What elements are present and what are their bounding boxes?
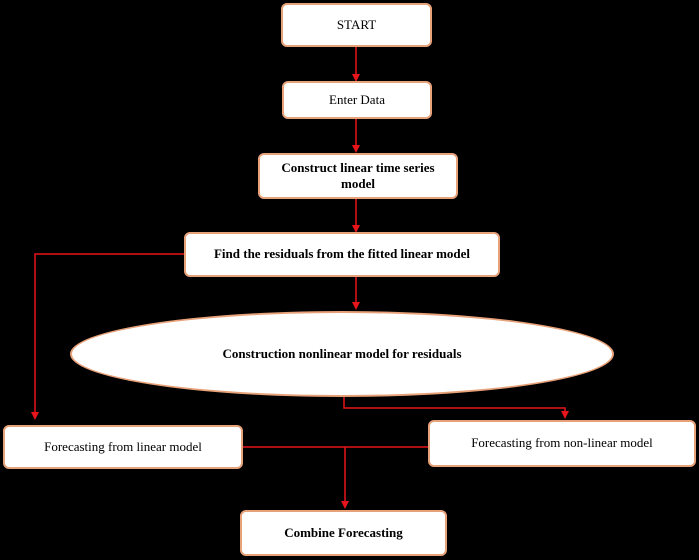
node-forecast-linear-label: Forecasting from linear model [44, 438, 202, 454]
node-combine-forecasting: Combine Forecasting [240, 510, 447, 556]
node-forecast-nonlinear-label: Forecasting from non-linear model [471, 435, 653, 451]
node-forecast-nonlinear: Forecasting from non-linear model [428, 420, 696, 467]
node-find-residuals: Find the residuals from the fitted linea… [184, 232, 500, 277]
node-enter-data-label: Enter Data [329, 91, 385, 107]
node-construct-nonlinear-label: Construction nonlinear model for residua… [222, 345, 462, 361]
arrow-construct-nonlinear-to-forecast-nonlinear [343, 395, 569, 419]
node-find-residuals-label: Find the residuals from the fitted linea… [213, 246, 471, 262]
node-construct-linear-label: Construct linear time series model [281, 159, 435, 191]
node-enter-data: Enter Data [282, 81, 432, 119]
node-construct-nonlinear: Construction nonlinear model for residua… [70, 311, 614, 397]
node-combine-forecasting-label: Combine Forecasting [284, 524, 403, 540]
node-start-label: START [336, 16, 377, 32]
node-start: START [281, 3, 432, 47]
node-construct-linear: Construct linear time series model [258, 153, 458, 199]
node-forecast-linear: Forecasting from linear model [3, 425, 243, 469]
